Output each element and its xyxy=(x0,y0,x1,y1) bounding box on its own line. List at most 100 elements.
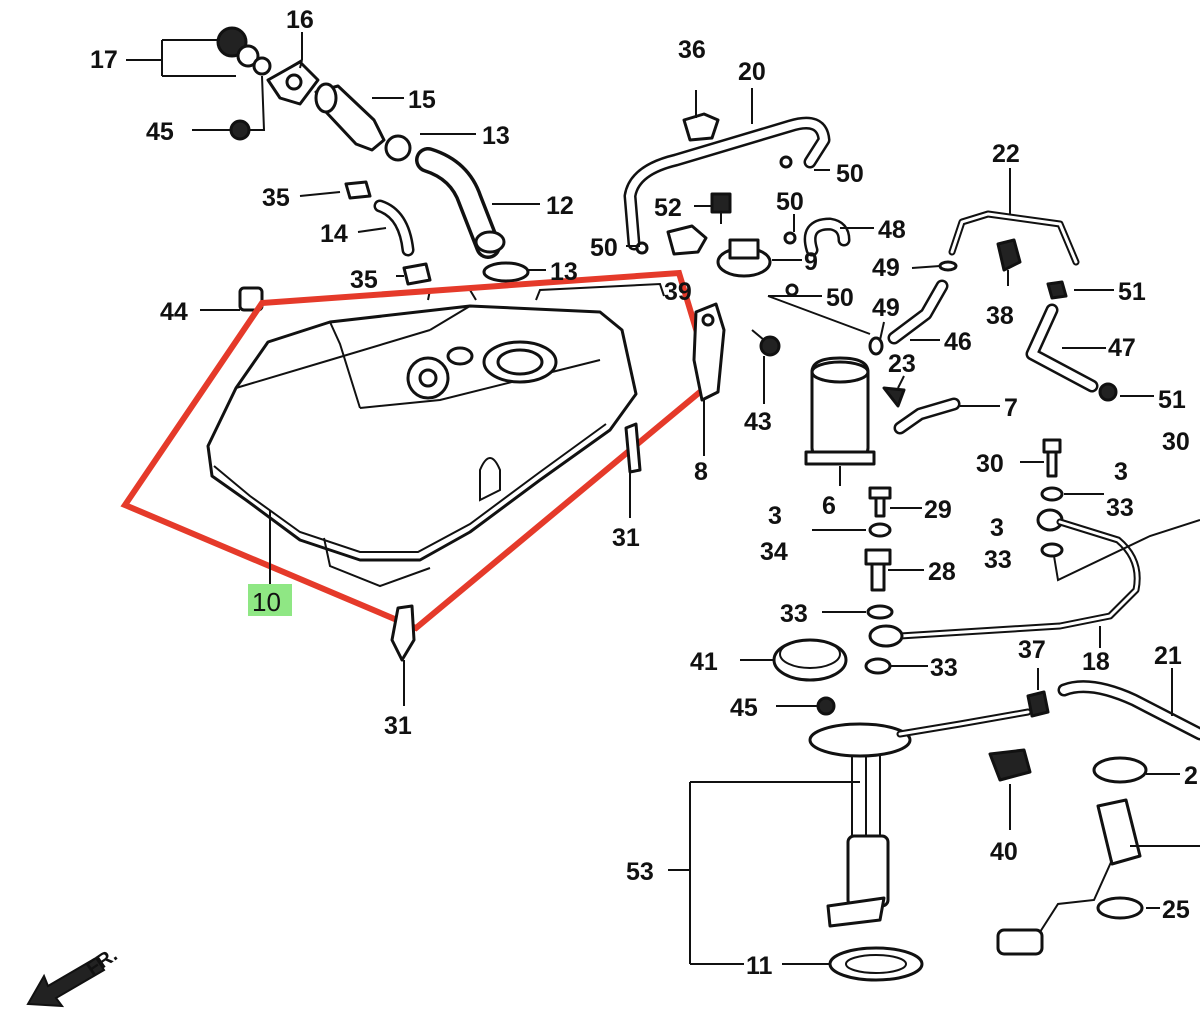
label-33-center: 33 xyxy=(984,546,1012,574)
part-13-clamp xyxy=(384,134,412,162)
label-53: 53 xyxy=(626,858,654,886)
part-31-stud-lower xyxy=(390,604,416,662)
label-50b: 50 xyxy=(836,160,864,188)
label-12: 12 xyxy=(546,192,574,220)
part-36-clip xyxy=(682,112,720,142)
label-33-mid: 33 xyxy=(780,600,808,628)
part-labels: 17 16 15 45 13 35 14 12 35 13 44 39 36 2… xyxy=(90,6,1198,980)
part-12-filler-hose xyxy=(415,147,506,259)
part-43-bolt xyxy=(751,329,781,357)
label-50d: 50 xyxy=(826,284,854,312)
part-53-fuel-pump xyxy=(808,708,1032,928)
label-20: 20 xyxy=(738,58,766,86)
label-45-lower: 45 xyxy=(730,694,758,722)
part-35-clip-lower xyxy=(402,262,432,286)
part-37-clip xyxy=(1026,690,1050,718)
label-16: 16 xyxy=(286,6,314,34)
label-50c: 50 xyxy=(776,188,804,216)
label-52: 52 xyxy=(654,194,682,222)
label-31: 31 xyxy=(612,524,640,552)
label-41: 41 xyxy=(690,648,718,676)
label-50: 50 xyxy=(590,234,618,262)
part-2-sender-unit xyxy=(996,756,1148,956)
label-36: 36 xyxy=(678,36,706,64)
label-35-lower: 35 xyxy=(350,266,378,294)
part-45-nut-lower xyxy=(816,696,836,716)
part-52-bolt xyxy=(710,192,732,224)
part-17-filler-cap xyxy=(216,26,272,76)
part-9-valve xyxy=(716,238,772,278)
part-13-clamp-lower xyxy=(482,261,530,283)
label-17: 17 xyxy=(90,46,118,74)
label-51b: 51 xyxy=(1158,386,1186,414)
label-13: 13 xyxy=(482,122,510,150)
front-direction-arrow: FR. xyxy=(26,944,122,1008)
label-13-lower: 13 xyxy=(550,258,578,286)
label-38: 38 xyxy=(986,302,1014,330)
part-39-bracket xyxy=(666,224,708,256)
label-23: 23 xyxy=(888,350,916,378)
part-18-fuel-line xyxy=(868,508,1141,648)
label-37: 37 xyxy=(1018,636,1046,664)
part-10-fuel-tank xyxy=(206,282,665,588)
part-29-bolt xyxy=(868,486,892,518)
part-45-nut xyxy=(229,119,251,141)
part-8-bracket xyxy=(692,302,726,402)
part-25-ring xyxy=(1096,896,1144,920)
label-9: 9 xyxy=(804,248,818,276)
part-23-clip xyxy=(882,386,906,408)
part-15-filler-pipe xyxy=(314,82,386,152)
part-7-hose xyxy=(893,397,961,435)
label-2: 2 xyxy=(1184,762,1198,790)
label-11: 11 xyxy=(746,952,773,980)
part-6-fuel-filter xyxy=(804,356,876,466)
part-46-hose xyxy=(887,279,949,345)
leader-lines xyxy=(126,32,1200,965)
part-20-vent-hose xyxy=(623,116,831,251)
label-3-center: 3 xyxy=(990,514,1004,542)
label-25: 25 xyxy=(1162,896,1190,924)
part-11-gasket xyxy=(828,946,924,982)
part-40-connector xyxy=(988,748,1032,782)
part-30-bolt xyxy=(1042,438,1062,478)
label-30: 30 xyxy=(976,450,1004,478)
label-7: 7 xyxy=(1004,394,1018,422)
label-29: 29 xyxy=(924,496,952,524)
part-48-hose xyxy=(803,217,851,257)
highlighted-part-label: 10 xyxy=(248,584,292,617)
label-47: 47 xyxy=(1108,334,1136,362)
part-21-pipe xyxy=(1057,680,1200,741)
part-22-pipe xyxy=(948,210,1080,266)
label-18: 18 xyxy=(1082,648,1110,676)
sender-mount-ring xyxy=(482,340,558,384)
label-46: 46 xyxy=(944,328,972,356)
label-45: 45 xyxy=(146,118,174,146)
label-3-mid: 3 xyxy=(768,502,782,530)
label-8: 8 xyxy=(694,458,708,486)
part-38-clip xyxy=(996,238,1022,272)
label-10: 10 xyxy=(252,587,281,617)
label-43: 43 xyxy=(744,408,772,436)
fuel-pump-mount-ring xyxy=(406,356,450,400)
label-44: 44 xyxy=(160,298,188,326)
part-49-clamps xyxy=(868,260,958,356)
part-41-cap xyxy=(772,638,848,682)
label-14: 14 xyxy=(320,220,348,248)
label-40: 40 xyxy=(990,838,1018,866)
label-51: 51 xyxy=(1118,278,1146,306)
label-22: 22 xyxy=(992,140,1020,168)
label-48: 48 xyxy=(878,216,906,244)
label-33-right: 33 xyxy=(1106,494,1134,522)
label-31-lower: 31 xyxy=(384,712,412,740)
label-49: 49 xyxy=(872,254,900,282)
label-39: 39 xyxy=(664,278,692,306)
part-31-stud-upper xyxy=(624,422,642,474)
label-15: 15 xyxy=(408,86,436,114)
label-30-right: 30 xyxy=(1162,428,1190,456)
label-28: 28 xyxy=(928,558,956,586)
label-33-low: 33 xyxy=(930,654,958,682)
part-51-clamps xyxy=(1046,280,1118,402)
part-28-bolt xyxy=(864,548,892,592)
part-44-plug xyxy=(238,286,264,312)
